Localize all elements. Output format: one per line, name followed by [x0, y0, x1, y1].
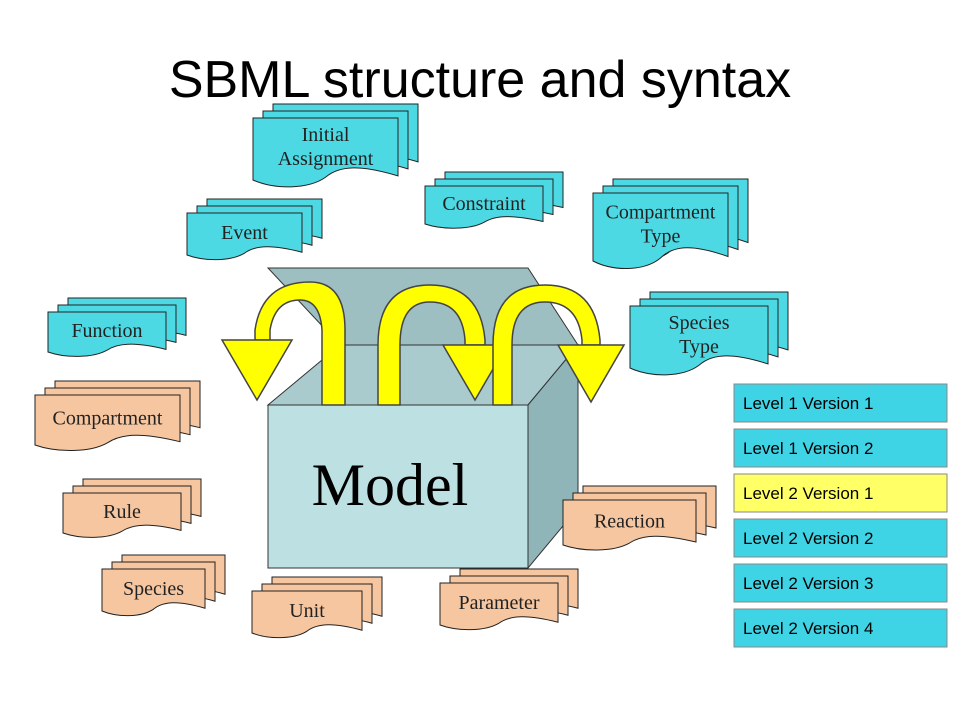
level-version-label: Level 1 Version 2	[743, 439, 873, 458]
reaction-sheet	[562, 499, 697, 551]
initial-assignment-label: Assignment	[278, 148, 374, 170]
unit-sheet	[251, 590, 363, 639]
model-box: Model	[266, 267, 580, 570]
constraint-label: Constraint	[442, 193, 526, 215]
level-version-item: Level 2 Version 3	[733, 563, 948, 603]
function-sheet	[47, 311, 167, 357]
level-version-label: Level 2 Version 2	[743, 529, 873, 548]
level-version-box	[733, 563, 948, 603]
level-version-item: Level 1 Version 2	[733, 428, 948, 468]
reaction-label: Reaction	[594, 510, 665, 532]
initial-assignment-sheet	[252, 117, 399, 188]
unit-label: Unit	[289, 600, 325, 622]
event-sheet	[186, 212, 303, 261]
level-version-item: Level 2 Version 2	[733, 518, 948, 558]
species-sheet	[101, 568, 206, 617]
species-type-label: Type	[679, 336, 719, 358]
level-version-box	[733, 383, 948, 423]
left-arrow-band	[254, 281, 346, 406]
middle-arrow-head	[441, 344, 509, 402]
level-version-item: Level 2 Version 4	[733, 608, 948, 648]
compartment-label: Compartment	[53, 408, 163, 430]
left-arrow	[220, 281, 346, 406]
parameter-label: Parameter	[458, 592, 539, 614]
compartment-component: Compartment	[34, 380, 201, 452]
level-version-box	[733, 518, 948, 558]
compartment-type-label: Compartment	[606, 202, 716, 224]
model-box-inner-top	[266, 344, 580, 406]
level-version-box	[733, 473, 948, 513]
compartment-type-label: Type	[641, 226, 681, 248]
level-version-label: Level 1 Version 1	[743, 394, 873, 413]
rule-component: Rule	[62, 478, 202, 538]
species-type-label: Species	[668, 312, 729, 334]
unit-component: Unit	[251, 576, 383, 639]
species-label: Species	[123, 578, 184, 600]
level-version-box	[733, 608, 948, 648]
right-arrow	[492, 284, 626, 406]
model-label: Model	[312, 452, 469, 518]
level-version-item: Level 1 Version 1	[733, 383, 948, 423]
event-label: Event	[221, 222, 268, 244]
reaction-component: Reaction	[562, 485, 717, 551]
function-component: Function	[47, 297, 187, 357]
constraint-component: Constraint	[424, 171, 564, 229]
initial-assignment-label: Initial	[302, 124, 350, 146]
rule-label: Rule	[103, 501, 141, 523]
page-title: SBML structure and syntax	[168, 51, 792, 109]
level-version-item: Level 2 Version 1	[733, 473, 948, 513]
arrows-group	[220, 281, 626, 406]
level-version-label: Level 2 Version 1	[743, 484, 873, 503]
model-box-front	[267, 404, 529, 569]
levels-panel: Level 1 Version 1 Level 1 Version 2 Level …	[733, 383, 948, 648]
species-component: Species	[101, 554, 226, 617]
level-version-box	[733, 428, 948, 468]
parameter-sheet	[439, 582, 559, 631]
right-arrow-band	[492, 284, 601, 406]
species-type-sheet	[629, 305, 769, 376]
level-version-label: Level 2 Version 4	[743, 619, 873, 638]
compartment-sheet	[34, 394, 181, 452]
middle-arrow	[377, 284, 509, 406]
level-version-label: Level 2 Version 3	[743, 574, 873, 593]
parameter-component: Parameter	[439, 568, 579, 631]
right-arrow-head	[556, 344, 626, 404]
event-component: Event	[186, 198, 323, 261]
middle-arrow-band	[377, 284, 486, 406]
rule-sheet	[62, 492, 182, 538]
constraint-sheet	[424, 185, 544, 229]
compartment-type-sheet	[592, 192, 729, 269]
left-arrow-head	[220, 339, 294, 402]
function-label: Function	[71, 320, 142, 342]
